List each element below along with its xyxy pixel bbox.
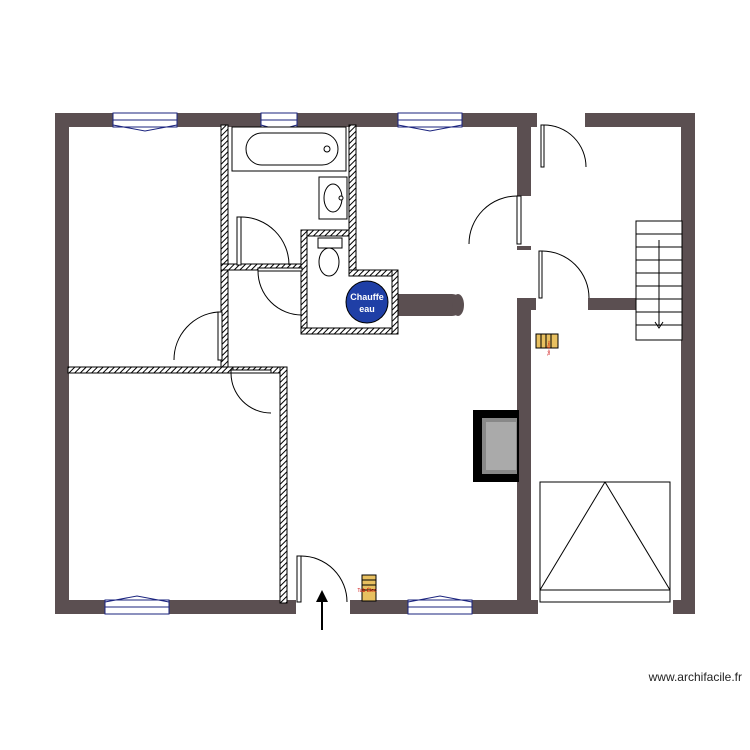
electric-panel-garage: Tab Élec	[535, 333, 559, 356]
bathtub	[231, 126, 347, 172]
doors	[173, 124, 590, 603]
door-garage-main	[468, 195, 522, 245]
electric-panel-label: Tab Élec	[357, 587, 377, 594]
water-heater-label-1: Chauffe	[350, 292, 384, 302]
entrance-arrow	[316, 590, 328, 630]
wall-openings	[296, 113, 673, 614]
bath-fixtures	[231, 126, 348, 277]
window-top-center	[397, 112, 463, 132]
door-bath	[236, 216, 290, 266]
windows	[104, 112, 473, 615]
electric-panel-entrance: Tab Élec	[357, 574, 377, 602]
door-bedroom-2	[230, 369, 272, 414]
window-bottom-center	[407, 595, 473, 615]
window-top-left	[112, 112, 178, 132]
exterior-walls	[55, 113, 695, 614]
door-hall-1	[257, 267, 303, 316]
door-garage-upper	[540, 124, 587, 168]
door-bedroom-1	[173, 311, 223, 361]
electric-panel-label-2: Tab Élec	[546, 341, 551, 356]
garage-door	[539, 481, 671, 603]
door-entrance	[296, 555, 348, 603]
interior-partitions	[67, 124, 519, 604]
toilet	[317, 237, 343, 277]
watermark: www.archifacile.fr	[648, 670, 742, 684]
door-garage-mid	[538, 250, 590, 299]
staircase	[635, 220, 683, 341]
water-heater: Chauffe eau	[345, 280, 389, 324]
water-heater-label-2: eau	[359, 304, 375, 314]
window-bottom-left	[104, 595, 170, 615]
washbasin	[318, 176, 348, 220]
